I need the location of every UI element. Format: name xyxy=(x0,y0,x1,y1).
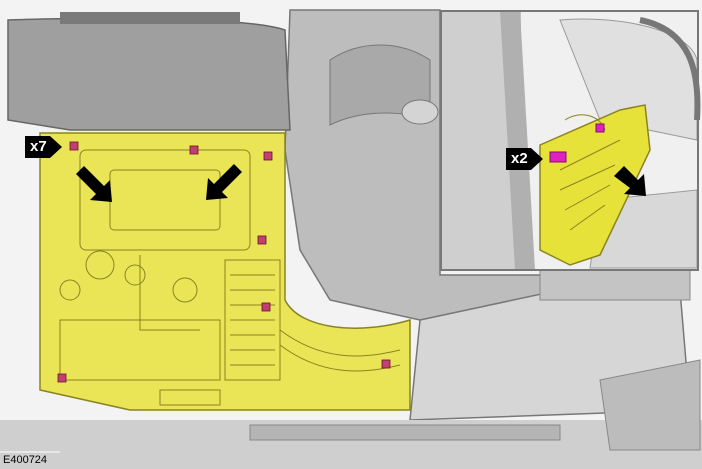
trim-ledge xyxy=(539,269,691,301)
inset-pillar-edge xyxy=(500,11,535,270)
callout-main-count-label: x7 xyxy=(25,136,50,158)
fastener xyxy=(69,141,79,151)
callout-inset-count-label: x2 xyxy=(506,148,531,170)
callout-inset-count: x2 xyxy=(506,147,543,171)
figure-id: E400724 xyxy=(3,454,48,466)
callout-arrow-icon xyxy=(530,148,543,170)
fastener-group xyxy=(57,141,391,383)
fastener xyxy=(189,145,199,155)
connector xyxy=(595,123,605,133)
dash-edge xyxy=(60,12,240,24)
direction-arrow-left xyxy=(76,166,112,202)
callout-main-count: x7 xyxy=(25,135,62,159)
inset-highlighted-module xyxy=(539,104,651,266)
fastener xyxy=(257,235,267,245)
inset-frame xyxy=(440,10,699,271)
fastener xyxy=(381,359,391,369)
fastener xyxy=(57,373,67,383)
lower-rail xyxy=(249,424,561,441)
right-lower-bracket xyxy=(599,359,701,451)
fastener xyxy=(263,151,273,161)
upper-dash-trim xyxy=(7,17,291,131)
connector xyxy=(549,151,567,163)
shroud-fastener xyxy=(401,99,439,125)
callout-arrow-icon xyxy=(49,136,62,158)
direction-arrow-right xyxy=(206,164,242,200)
inset-direction-arrow xyxy=(614,166,646,196)
panel-details xyxy=(59,149,401,406)
fastener xyxy=(261,302,271,312)
